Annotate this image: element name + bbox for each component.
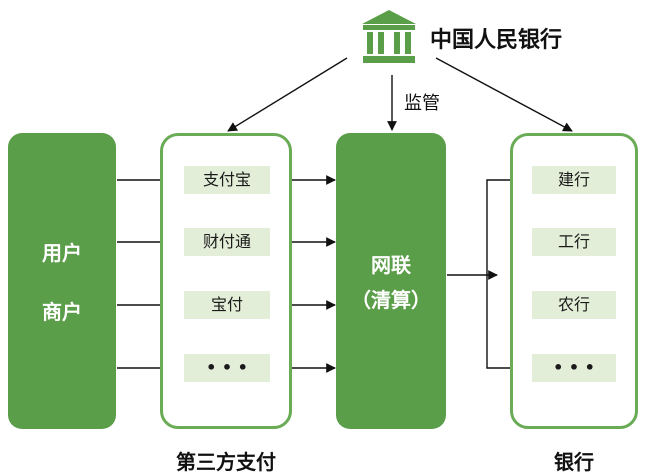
supervision-arrow-third-party <box>227 57 348 132</box>
bank-building-icon <box>362 10 416 63</box>
bank-item-icbc: 工行 <box>532 228 616 256</box>
merchants-label: 商户 <box>42 300 82 324</box>
third-party-item-more: • • • <box>184 354 270 382</box>
banks-bracket <box>486 179 515 369</box>
bank-item-abc: 农行 <box>532 291 616 319</box>
third-party-item-tenpay: 财付通 <box>184 228 270 256</box>
pboc-icon <box>360 8 418 66</box>
users-merchants-box: 用户 商户 <box>8 133 116 429</box>
third-party-caption: 第三方支付 <box>176 450 276 474</box>
clearing-box: 网联 （清算） <box>336 133 446 429</box>
bank-item-ccb: 建行 <box>532 166 616 194</box>
clearing-sublabel: （清算） <box>351 288 431 312</box>
supervision-arrow-banks <box>435 57 573 132</box>
bank-item-more: • • • <box>532 354 616 382</box>
clearing-label: 网联 <box>371 253 411 277</box>
pboc-title: 中国人民银行 <box>430 28 563 53</box>
users-label: 用户 <box>42 241 82 265</box>
third-party-item-baofu: 宝付 <box>184 291 270 319</box>
third-party-item-alipay: 支付宝 <box>184 166 270 194</box>
supervision-label: 监管 <box>404 93 440 114</box>
banks-caption: 银行 <box>554 450 594 474</box>
